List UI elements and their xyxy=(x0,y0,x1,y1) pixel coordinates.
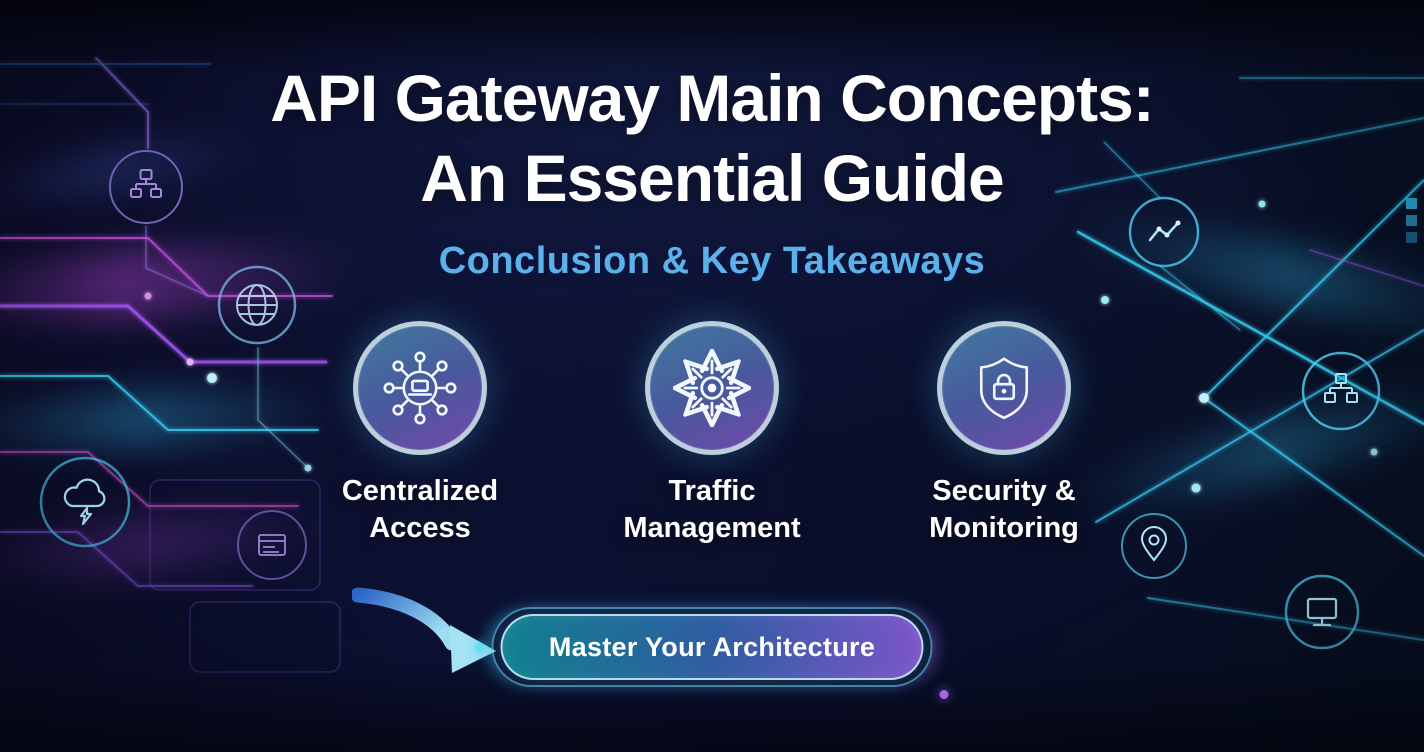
traffic-arrows-icon xyxy=(645,321,779,455)
circuit-node-dot xyxy=(939,690,949,699)
monitor-icon xyxy=(1284,574,1360,650)
cta-container: Master Your Architecture xyxy=(475,607,949,699)
feature-centralized-access: Centralized Access xyxy=(274,321,566,547)
feature-label-centralized-access: Centralized Access xyxy=(341,475,499,545)
feature-label-traffic-management: Traffic Management xyxy=(623,475,801,545)
circuit-node-dot xyxy=(475,643,485,652)
cloud-lightning-icon xyxy=(38,455,132,549)
hub-network-icon xyxy=(353,321,487,455)
feature-label-security-monitoring: Security & Monitoring xyxy=(929,475,1079,545)
title-line-1: API Gateway Main Concepts: xyxy=(270,61,1155,135)
page-title: API Gateway Main Concepts: An Essential … xyxy=(0,58,1424,218)
curved-arrow-icon xyxy=(352,587,496,673)
features-row: Centralized Access xyxy=(274,321,1150,547)
cta-button[interactable]: Master Your Architecture xyxy=(500,614,924,680)
feature-traffic-management: Traffic Management xyxy=(566,321,858,547)
title-line-2: An Essential Guide xyxy=(420,141,1004,215)
subtitle: Conclusion & Key Takeaways xyxy=(438,240,986,282)
org-tree-icon xyxy=(1301,351,1381,431)
feature-security-monitoring: Security & Monitoring xyxy=(858,321,1150,547)
shield-lock-icon xyxy=(937,321,1071,455)
